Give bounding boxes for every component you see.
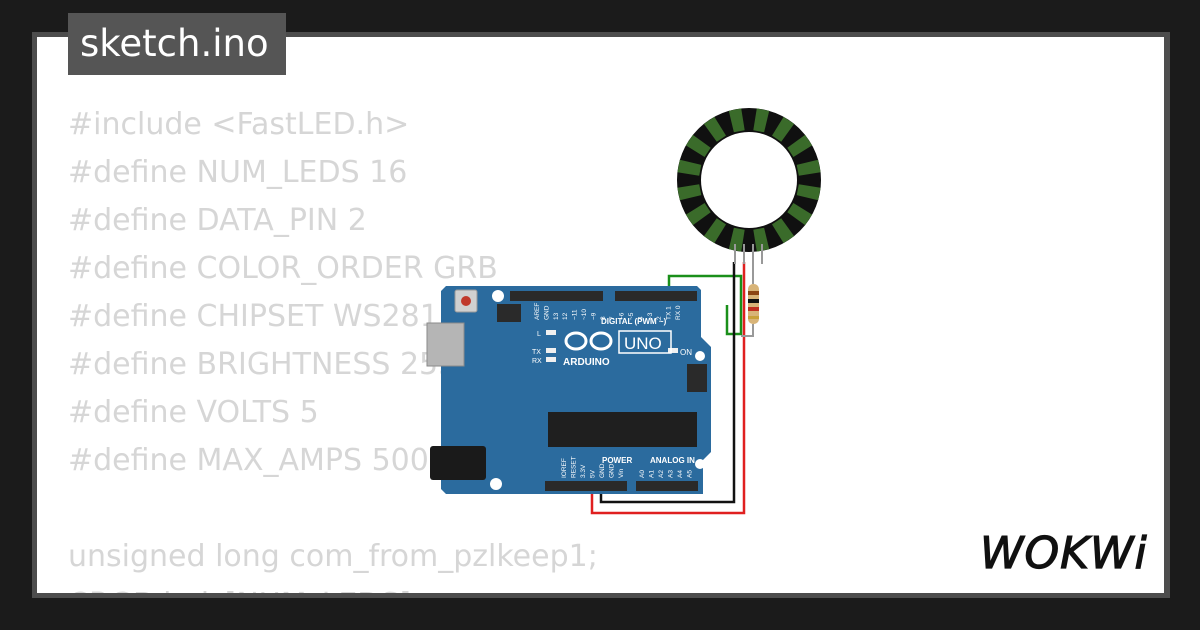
- pin-label: TX 1: [666, 306, 673, 320]
- led-tx: [546, 348, 556, 353]
- analog-label: ANALOG IN: [650, 456, 695, 465]
- pin-label: ~9: [590, 312, 597, 320]
- mount-hole: [695, 351, 705, 361]
- pin-label: A2: [658, 470, 665, 478]
- pin-label: ~6: [619, 312, 626, 320]
- ring-led: [772, 116, 795, 142]
- rx-label: RX: [532, 358, 542, 365]
- pin-label: A4: [677, 470, 684, 478]
- pin-label: RESET: [571, 456, 578, 478]
- pin-label: 3.3V: [580, 464, 587, 478]
- pin-label: 2: [656, 316, 663, 320]
- usb-connector: [426, 322, 465, 367]
- icsp-header: [687, 364, 707, 392]
- code-line: #define MAX_AMPS 500: [68, 443, 429, 478]
- pin-label: IOREF: [561, 458, 568, 478]
- board-brand: ARDUINO: [563, 357, 610, 368]
- arduino-logo-icon: [564, 331, 613, 351]
- mount-hole: [490, 478, 502, 490]
- power-label: POWER: [602, 456, 632, 465]
- pin-label: A0: [639, 470, 646, 478]
- pin-label: A3: [668, 470, 675, 478]
- digital-header: [615, 291, 697, 301]
- icsp-header: [497, 304, 521, 322]
- pin-label: Vin: [618, 468, 625, 478]
- arduino-uno-board: UNO ARDUINO DIGITAL (PWM ~) POWER ANALOG…: [426, 286, 711, 494]
- digital-label: DIGITAL (PWM ~): [601, 317, 667, 326]
- code-line: #define BRIGHTNESS 255: [68, 347, 458, 382]
- pin-label: GND: [599, 463, 606, 478]
- ring-led: [703, 116, 726, 142]
- led-rx: [546, 357, 556, 362]
- power-wire: [590, 262, 746, 515]
- pin-label: 12: [562, 312, 569, 320]
- ring-led: [685, 134, 711, 157]
- ring-led: [772, 218, 795, 244]
- wokwi-logo-text: WOKWi: [980, 528, 1148, 578]
- neopixel-ring: [677, 108, 821, 264]
- ring-led: [685, 203, 711, 226]
- code-line: #define DATA_PIN 2: [68, 203, 367, 238]
- resistor: [748, 284, 759, 324]
- ring-led: [677, 184, 702, 201]
- code-line: CRGB leds[NUM_LEDS];: [68, 585, 598, 593]
- on-label: ON: [680, 348, 692, 357]
- code-line: #define NUM_LEDS 16: [68, 155, 408, 190]
- pin-label: GND: [609, 463, 616, 478]
- code-preview: #include <FastLED.h> #define NUM_LEDS 16…: [68, 105, 598, 593]
- ring-led: [728, 108, 745, 133]
- pin-label: ~3: [647, 312, 654, 320]
- pin-label: GND: [543, 305, 550, 320]
- led-l: [546, 330, 556, 335]
- pin-label: RX 0: [675, 305, 682, 320]
- code-line: #define COLOR_ORDER GRB: [68, 251, 498, 286]
- ring-led: [753, 108, 770, 133]
- code-line: #define CHIPSET WS2812: [68, 299, 458, 334]
- resistor-lead: [741, 324, 754, 337]
- ring-led: [728, 227, 745, 252]
- tx-label: TX: [532, 349, 541, 356]
- pin-label: 5V: [590, 469, 597, 478]
- pin-label: 13: [553, 312, 560, 320]
- mount-hole: [695, 459, 705, 469]
- pin-label: 8: [600, 316, 607, 320]
- data-wire: [667, 274, 743, 336]
- pin-label: AREF: [534, 303, 541, 320]
- ring-led: [796, 159, 821, 176]
- ring-led: [703, 218, 726, 244]
- pin-label: A1: [649, 470, 656, 478]
- mount-hole: [492, 290, 504, 302]
- board-model: UNO: [624, 334, 662, 353]
- ring-led: [753, 227, 770, 252]
- pin-label: 4: [637, 316, 644, 320]
- pin-label: 7: [609, 316, 616, 320]
- digital-header: [510, 291, 603, 301]
- power-jack: [430, 446, 486, 480]
- code-line: #include <FastLED.h>: [68, 107, 410, 142]
- pin-label: ~10: [581, 309, 588, 320]
- ring-led: [796, 184, 821, 201]
- code-line: unsigned long com_from_pzlkeep1;: [68, 539, 598, 574]
- filename-tab: sketch.ino: [68, 13, 286, 75]
- uno-badge: [618, 330, 672, 354]
- analog-header: [636, 481, 698, 491]
- led-on: [668, 348, 678, 353]
- ring-led: [787, 134, 813, 157]
- l-label: L: [537, 331, 541, 338]
- pin-label: ~5: [628, 312, 635, 320]
- wokwi-logo: WOKWi: [979, 527, 1148, 578]
- pin-label: A5: [687, 470, 694, 478]
- code-line: #define VOLTS 5: [68, 395, 319, 430]
- pin-label: ~11: [572, 309, 579, 320]
- ring-led: [677, 159, 702, 176]
- ring-body: [677, 108, 821, 252]
- power-header: [545, 481, 627, 491]
- ring-led: [787, 203, 813, 226]
- atmega-chip: [548, 412, 697, 447]
